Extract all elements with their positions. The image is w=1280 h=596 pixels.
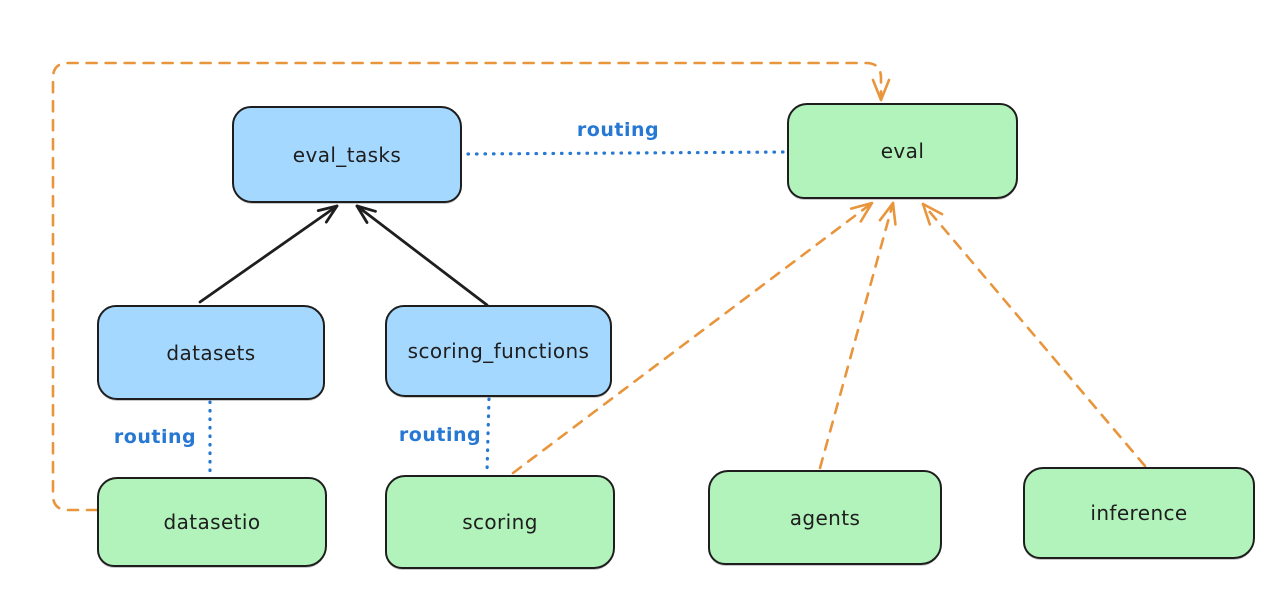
node-scoring-label: scoring	[462, 510, 538, 534]
node-scoring: scoring	[385, 475, 615, 569]
node-eval-label: eval	[880, 139, 925, 163]
edge-scoring-functions-to-scoring-dotted	[485, 397, 491, 474]
node-eval-tasks: eval_tasks	[232, 106, 462, 203]
routing-label-eval-tasks-eval: routing	[576, 119, 660, 141]
node-inference: inference	[1023, 467, 1255, 559]
edge-scoring-functions-to-eval-tasks-arrow	[355, 204, 489, 307]
node-eval-tasks-label: eval_tasks	[292, 142, 402, 167]
node-datasetio-label: datasetio	[163, 510, 261, 534]
edge-agents-to-eval-arrow	[818, 201, 897, 470]
node-datasetio: datasetio	[97, 477, 327, 567]
node-agents: agents	[708, 470, 942, 565]
edge-inference-to-eval-arrow	[921, 202, 1147, 468]
node-agents-label: agents	[789, 505, 861, 530]
node-datasets: datasets	[97, 305, 325, 400]
node-datasets-label: datasets	[166, 340, 256, 365]
routing-label-scoring-functions-scoring: routing	[398, 424, 482, 446]
node-eval: eval	[787, 103, 1018, 199]
node-scoring-functions: scoring_functions	[385, 305, 612, 397]
edge-eval-tasks-to-eval-dotted	[466, 150, 788, 156]
routing-label-datasets-datasetio: routing	[113, 426, 197, 448]
node-inference-label: inference	[1090, 501, 1188, 525]
edge-datasets-to-eval-tasks-arrow	[198, 204, 339, 304]
node-scoring-functions-label: scoring_functions	[407, 339, 590, 363]
